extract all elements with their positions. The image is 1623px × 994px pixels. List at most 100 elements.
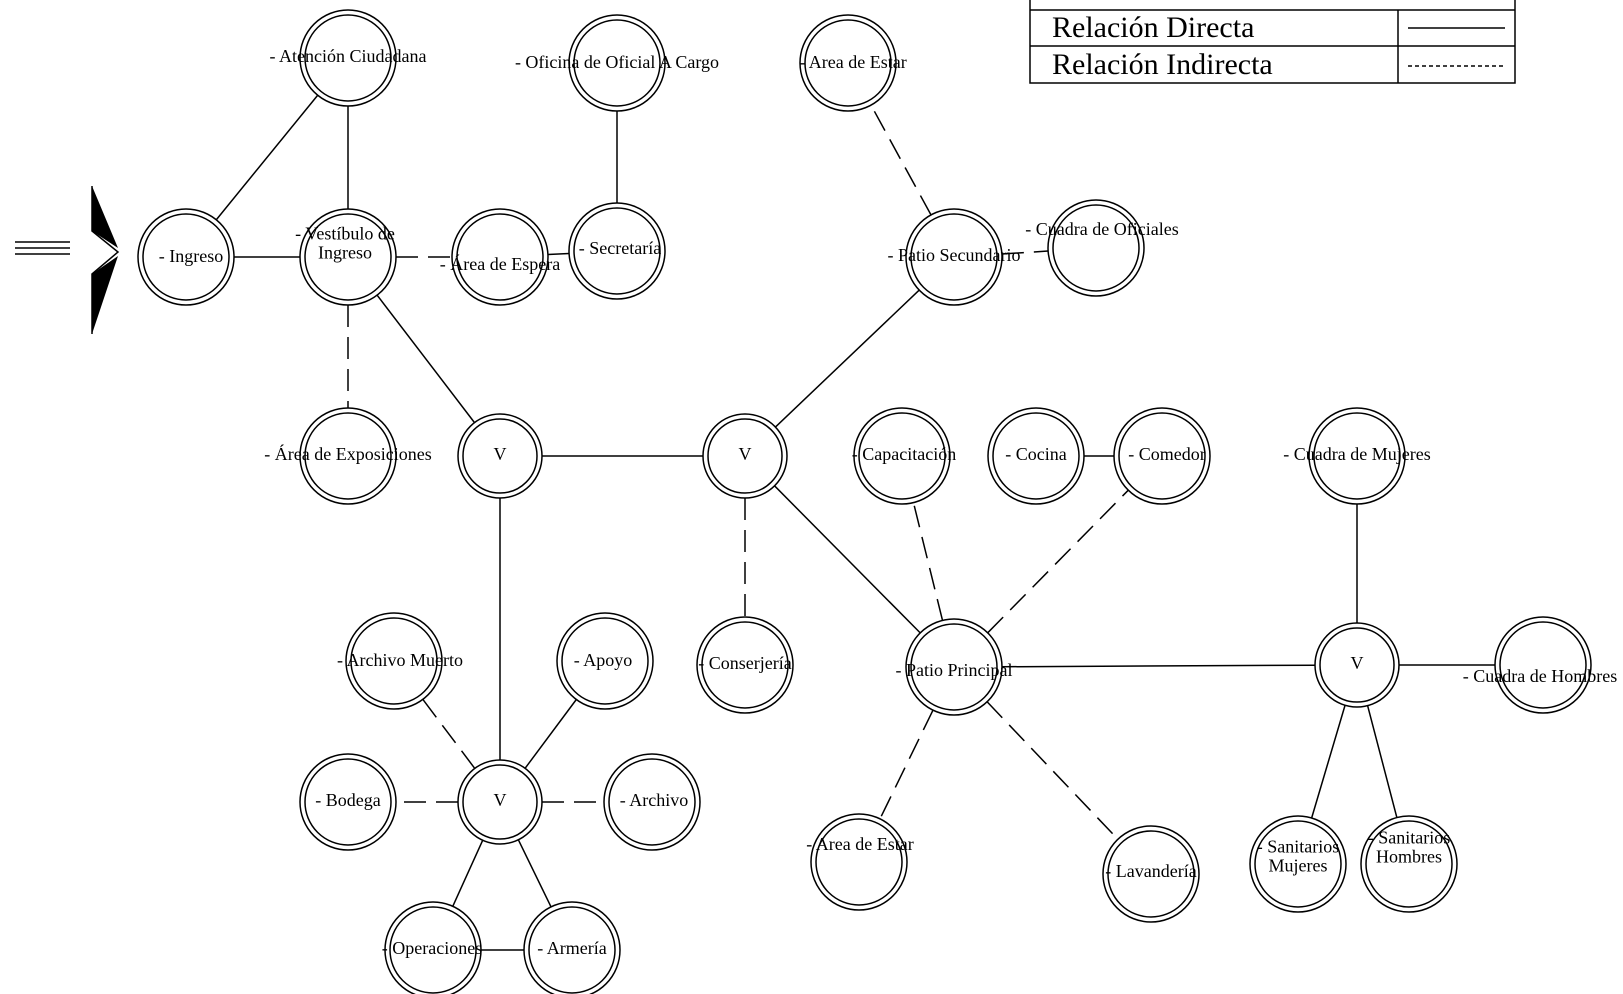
node-operaciones: - Operaciones: [382, 901, 482, 994]
edge-espera-secretaria: [547, 252, 570, 256]
node-outer-circle: [905, 618, 1003, 716]
node-outer-circle: [1360, 815, 1458, 913]
node-label-comedor: - Comedor: [1128, 444, 1205, 464]
edge-patio2-cuadraof: [1001, 250, 1049, 255]
node-inner-circle: [858, 412, 946, 500]
node-capacitacion: - Capacitación: [852, 407, 956, 505]
node-secretaria: - Secretaría: [568, 202, 666, 300]
node-outer-circle: [384, 901, 482, 994]
node-outer-circle: [299, 407, 397, 505]
node-outer-circle: [1047, 199, 1145, 297]
node-cuadrahom: - Cuadra de Hombres: [1463, 616, 1617, 714]
legend-indirect-label: Relación Indirecta: [1052, 48, 1273, 81]
node-lavanderia: - Lavandería: [1102, 825, 1200, 923]
node-outer-circle: [457, 413, 543, 499]
node-outer-circle: [299, 9, 397, 107]
node-inner-circle: [304, 213, 392, 301]
node-outer-circle: [568, 14, 666, 112]
node-cuadramuj: - Cuadra de Mujeres: [1283, 407, 1431, 505]
node-inner-circle: [804, 19, 892, 107]
node-archivo: - Archivo: [603, 753, 701, 851]
node-v3: V: [457, 759, 543, 845]
node-v4: V: [1314, 622, 1400, 708]
node-label-armeria: - Armería: [537, 938, 606, 958]
node-cocina: - Cocina: [987, 407, 1085, 505]
node-outer-circle: [810, 813, 908, 911]
node-outer-circle: [1314, 622, 1400, 708]
entrance-arrow-icon: [15, 186, 120, 334]
node-inner-circle: [1118, 412, 1206, 500]
node-outer-circle: [137, 208, 235, 306]
node-outer-circle: [696, 616, 794, 714]
edge-vestibulo-v1: [376, 294, 476, 424]
edge-v4-sanhom: [1366, 705, 1398, 818]
node-outer-circle: [1113, 407, 1211, 505]
node-inner-circle: [1499, 621, 1587, 709]
edge-v3-armeria: [517, 839, 552, 908]
node-label-oficina: - Oficina de Oficial A Cargo: [515, 52, 719, 72]
edge-v2-patio2: [774, 289, 920, 428]
node-inner-circle: [910, 213, 998, 301]
node-inner-circle: [350, 617, 438, 705]
node-outer-circle: [987, 407, 1085, 505]
node-outer-circle: [1494, 616, 1592, 714]
edge-v3-operaciones: [452, 839, 484, 907]
node-label-lavanderia: - Lavandería: [1105, 861, 1196, 881]
node-atencion: - Atención Ciudadana: [270, 9, 427, 107]
node-inner-circle: [1365, 820, 1453, 908]
node-label-cocina: - Cocina: [1005, 444, 1066, 464]
node-oficina: - Oficina de Oficial A Cargo: [515, 14, 719, 112]
node-inner-circle: [462, 764, 538, 840]
node-archmuerto: - Archivo Muerto: [337, 612, 463, 710]
node-label-capacitacion: - Capacitación: [852, 444, 956, 464]
edge-patio1-estar2: [879, 709, 934, 820]
node-inner-circle: [304, 758, 392, 846]
node-label-secretaria: - Secretaría: [579, 238, 661, 258]
legend-direct-label: Relación Directa: [1052, 11, 1254, 44]
node-inner-circle: [304, 412, 392, 500]
node-outer-circle: [799, 14, 897, 112]
node-label-cuadraof: - Cuadra de Oficiales: [1025, 219, 1178, 239]
node-v1: V: [457, 413, 543, 499]
node-label-sanhom: - Sanitarios: [1368, 828, 1451, 848]
node-v2: V: [702, 413, 788, 499]
node-inner-circle: [456, 213, 544, 301]
edge-patio1-v4: [1001, 664, 1316, 668]
node-label-v4: V: [1351, 653, 1364, 673]
edge-ingreso-atencion: [215, 94, 319, 221]
node-label-atencion: - Atención Ciudadana: [270, 46, 427, 66]
edge-patio1-lavanderia: [986, 701, 1119, 840]
node-estar1: - Area de Estar: [799, 14, 907, 112]
node-outer-circle: [345, 612, 443, 710]
node-inner-circle: [573, 207, 661, 295]
node-inner-circle: [561, 617, 649, 705]
node-outer-circle: [1249, 815, 1347, 913]
node-label-conserjeria: - Conserjería: [698, 653, 791, 673]
node-inner-circle: [992, 412, 1080, 500]
node-label-archmuerto: - Archivo Muerto: [337, 650, 463, 670]
node-outer-circle: [905, 208, 1003, 306]
node-inner-circle: [142, 213, 230, 301]
edges-layer: [215, 94, 1495, 951]
node-outer-circle: [568, 202, 666, 300]
edge-v3-apoyo: [524, 699, 577, 769]
node-outer-circle: [556, 612, 654, 710]
node-label-patio2: - Patio Secundario: [888, 245, 1021, 265]
node-apoyo: - Apoyo: [556, 612, 654, 710]
edge-v3-archmuerto: [422, 698, 476, 769]
edge-patio1-comedor: [987, 489, 1129, 634]
node-inner-circle: [389, 906, 477, 994]
node-inner-circle: [910, 623, 998, 711]
node-label-v3: V: [494, 790, 507, 810]
node-inner-circle: [1319, 627, 1395, 703]
edge-patio2-estar1: [870, 104, 932, 216]
node-inner-circle: [707, 418, 783, 494]
node-inner-circle: [573, 19, 661, 107]
node-outer-circle: [299, 208, 397, 306]
node-label-operaciones: - Operaciones: [382, 938, 482, 958]
node-conserjeria: - Conserjería: [696, 616, 794, 714]
